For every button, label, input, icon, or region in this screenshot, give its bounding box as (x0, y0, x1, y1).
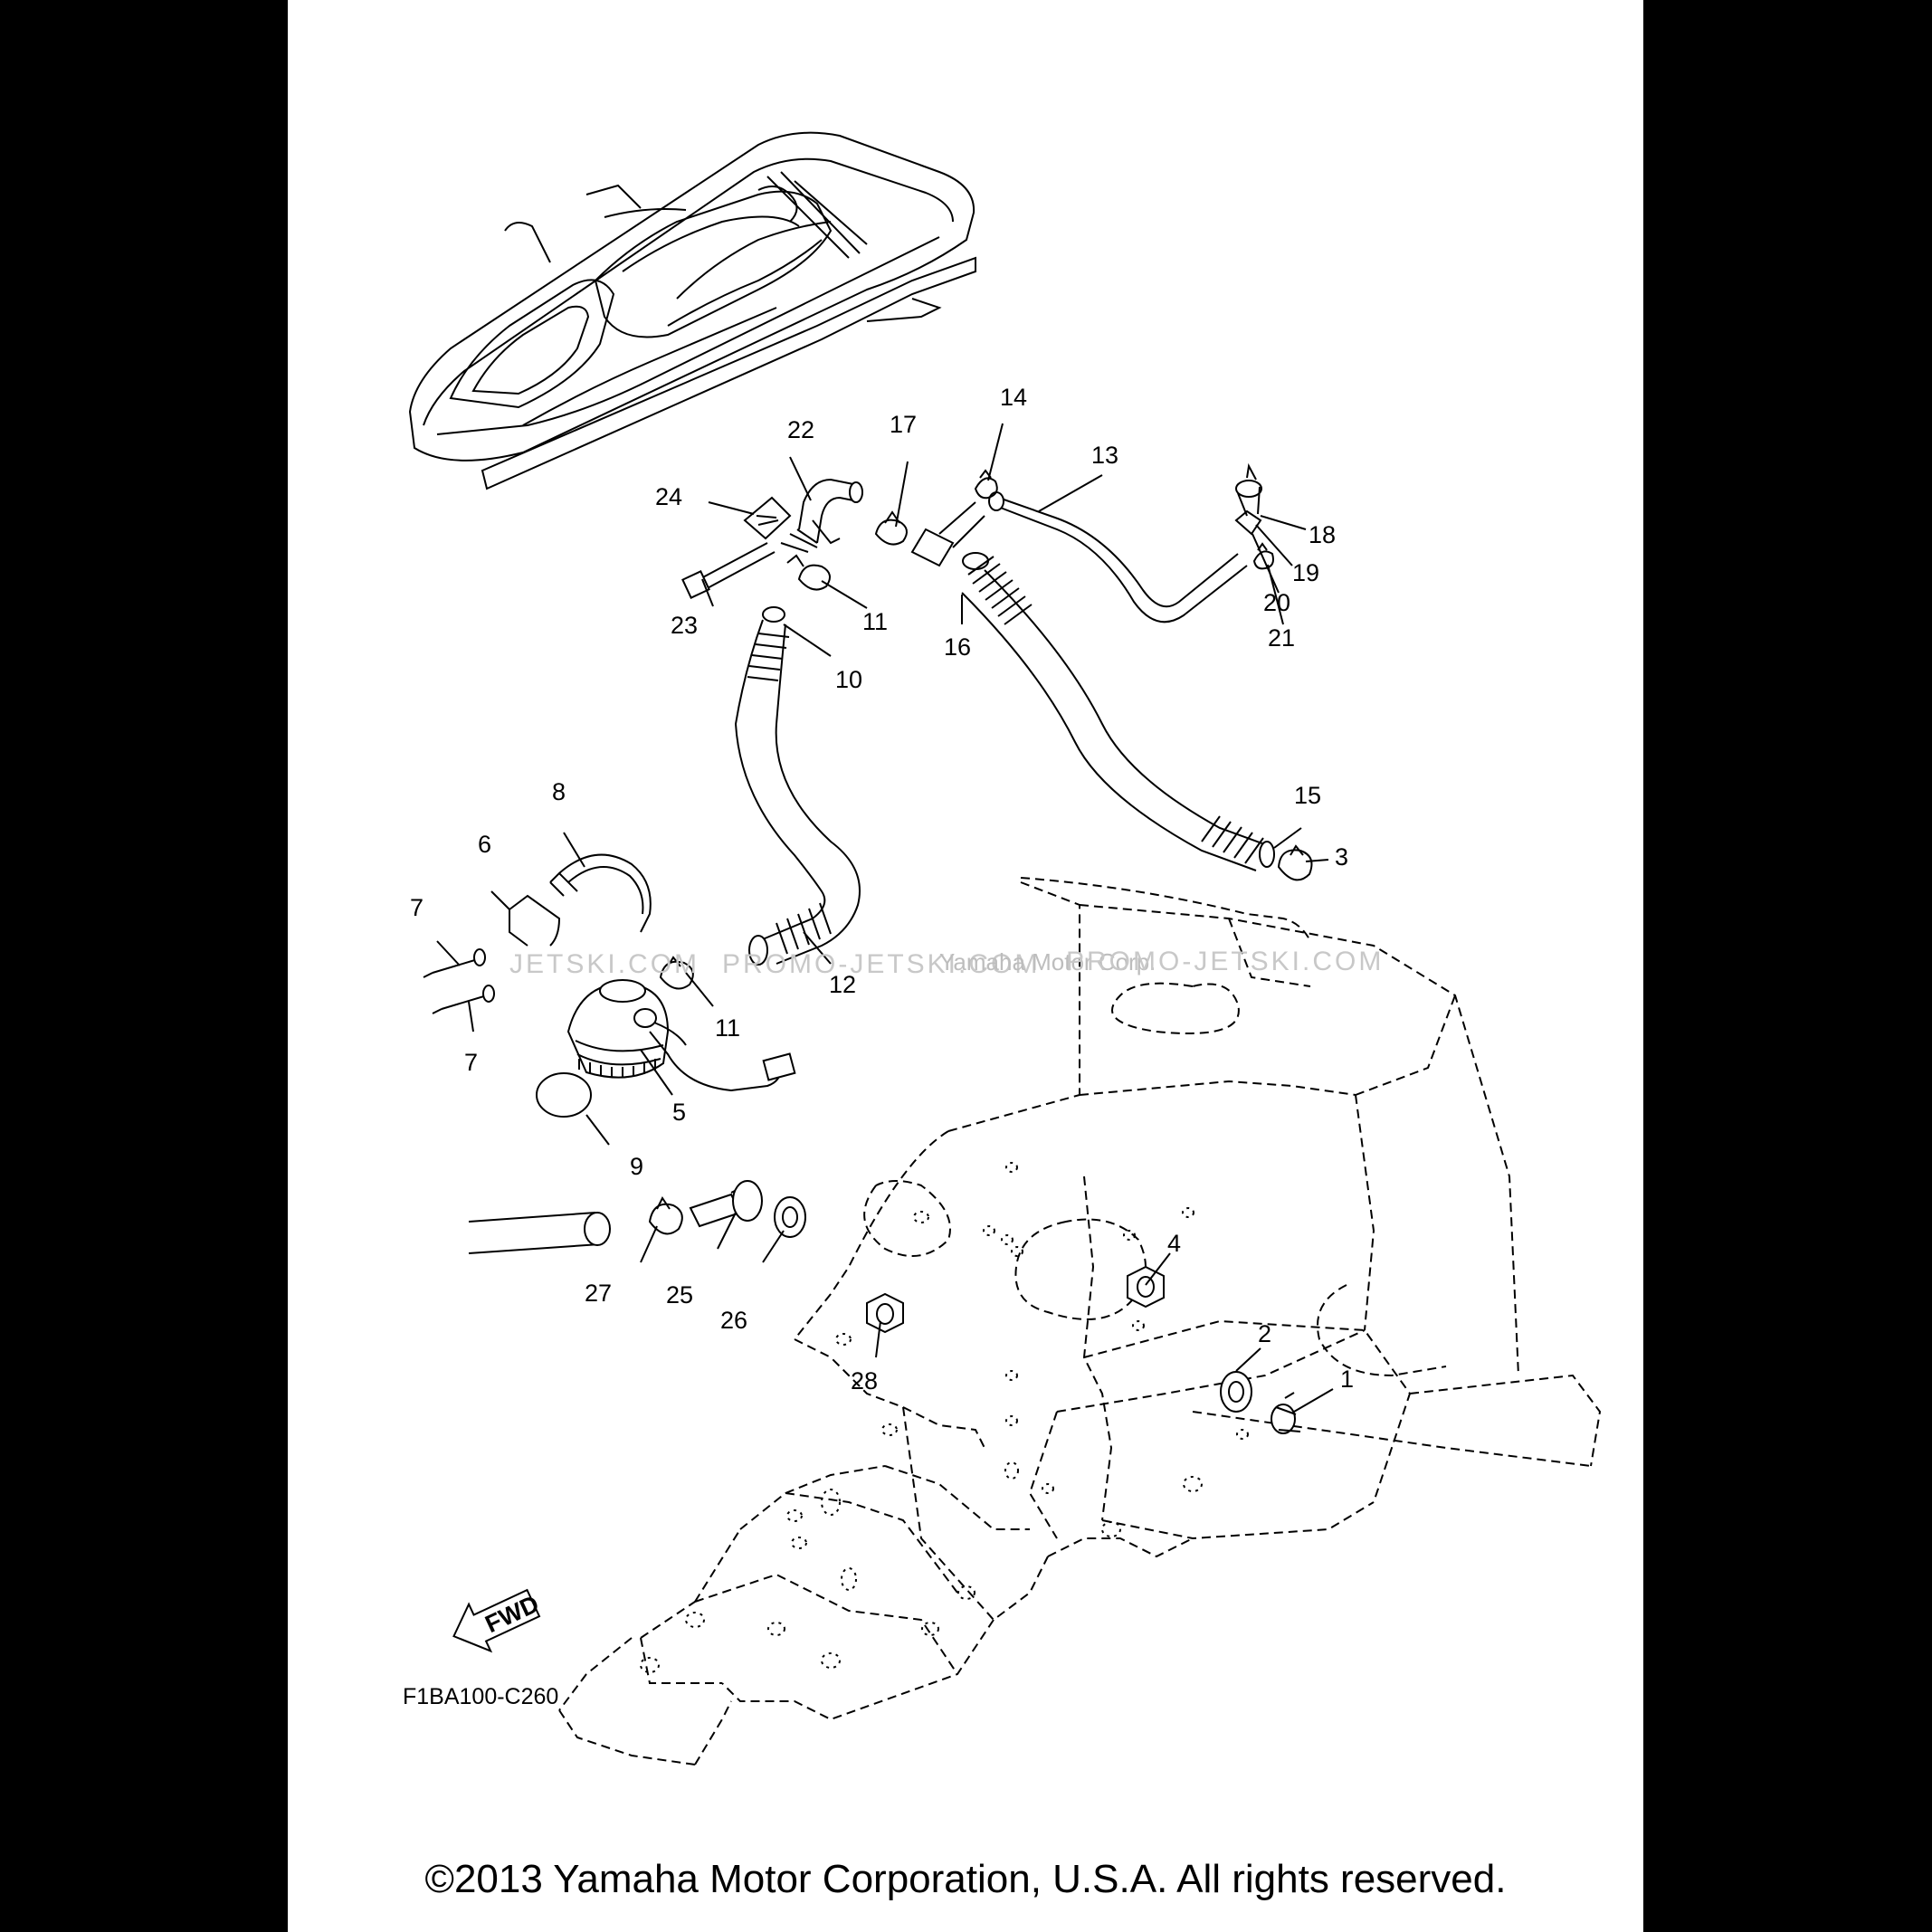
callout-26: 26 (720, 1307, 747, 1334)
diagram-code: F1BA100-C260 (403, 1684, 558, 1709)
callout-12: 12 (829, 971, 856, 998)
leader-lines (436, 423, 1334, 1413)
callout-11a: 11 (862, 608, 888, 635)
callout-24: 24 (655, 483, 682, 510)
copyright-notice: ©2013 Yamaha Motor Corporation, U.S.A. A… (424, 1857, 1507, 1901)
callout-20: 20 (1263, 589, 1290, 616)
callout-19: 19 (1292, 559, 1319, 586)
hose-group-10-12 (734, 606, 861, 966)
hull-fittings-1-2-4 (1127, 1265, 1301, 1434)
diagram-sheet: 1 2 3 4 5 6 7 7 8 9 10 11 11 12 13 14 15… (288, 0, 1643, 1932)
fwd-arrow: FWD (452, 1588, 543, 1653)
lower-fitting-group (468, 1180, 904, 1334)
callout-18: 18 (1309, 521, 1336, 548)
callout-8: 8 (552, 778, 566, 805)
callout-11b: 11 (715, 1014, 740, 1042)
fitting-group-18-20 (1234, 462, 1262, 536)
watermarks: JETSKI.COM PROMO-JETSKI.COM Yamaha Motor… (509, 947, 1384, 979)
watermark-right: PROMO-JETSKI.COM (1066, 947, 1384, 976)
callout-numbers: 1 2 3 4 5 6 7 7 8 9 10 11 11 12 13 14 15… (410, 384, 1354, 1394)
callout-7b: 7 (464, 1049, 478, 1076)
callout-10: 10 (835, 666, 862, 693)
callout-23: 23 (671, 612, 698, 639)
watercraft-illustration (408, 131, 976, 490)
callout-7a: 7 (410, 894, 424, 921)
parts-diagram: 1 2 3 4 5 6 7 7 8 9 10 11 11 12 13 14 15… (403, 131, 1602, 1765)
watermark-left: JETSKI.COM (509, 949, 700, 979)
callout-17: 17 (890, 411, 917, 438)
callout-14: 14 (1000, 384, 1027, 411)
pump-group (423, 853, 796, 1118)
hull-outline (558, 877, 1602, 1765)
callout-5: 5 (672, 1099, 686, 1126)
watermark-mid: PROMO-JETSKI.COM (722, 949, 1040, 979)
callout-13: 13 (1091, 442, 1118, 469)
cable-tie-group-23-24 (681, 496, 792, 599)
callout-22: 22 (787, 416, 814, 443)
callout-15: 15 (1294, 782, 1321, 809)
callout-21: 21 (1268, 624, 1295, 652)
callout-9: 9 (630, 1153, 643, 1180)
callout-4: 4 (1167, 1230, 1181, 1257)
callout-6: 6 (478, 831, 491, 858)
callout-2: 2 (1258, 1320, 1271, 1347)
callout-1: 1 (1340, 1366, 1354, 1393)
callout-16: 16 (944, 633, 971, 661)
callout-3: 3 (1335, 843, 1348, 871)
callout-25: 25 (666, 1281, 693, 1309)
callout-27: 27 (585, 1280, 612, 1307)
callout-28: 28 (851, 1367, 878, 1394)
watermark-center: Yamaha Motor Corp. (939, 948, 1156, 976)
